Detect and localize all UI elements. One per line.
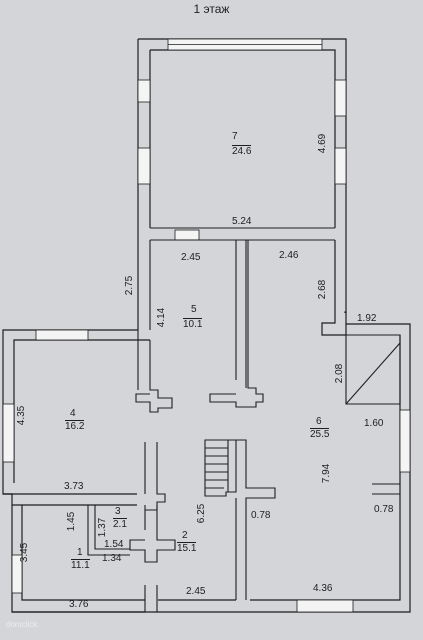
room-number: 5: [191, 304, 197, 315]
room-number: 2: [182, 530, 188, 541]
dimension-label: 2.08: [334, 363, 346, 384]
interior-walls: [87, 227, 401, 612]
dimension-label: 7.94: [321, 463, 333, 484]
dimension-label: 5.24: [232, 216, 252, 227]
room-number: 7: [232, 131, 238, 142]
watermark-logo: domclick: [6, 620, 38, 629]
dimension-label: 2.75: [124, 275, 136, 296]
room-number: 6: [316, 416, 322, 427]
dimension-label: 6.25: [196, 503, 208, 524]
room-area: 2.1: [113, 518, 127, 530]
dimension-label: 0.78: [374, 504, 394, 515]
dimension-label: 4.14: [156, 307, 168, 328]
dimension-label: 0.78: [251, 510, 271, 521]
dimension-label: 1.37: [97, 517, 109, 538]
dimension-label: 1.54: [104, 539, 124, 550]
room-number: 4: [70, 408, 76, 419]
dimension-label: 1.92: [357, 313, 377, 324]
dimension-label: 2.45: [186, 586, 206, 597]
dimension-label: 2.46: [279, 250, 299, 261]
room-area: 24.6: [232, 145, 252, 157]
dimension-label: 3.73: [64, 481, 84, 492]
dimension-label: 3.45: [19, 542, 31, 563]
dimension-label: 1.45: [66, 511, 78, 532]
dimension-label: 4.35: [16, 405, 28, 426]
dimension-label: 2.68: [317, 279, 329, 300]
dimension-label: 1.60: [364, 418, 384, 429]
room-number: 1: [77, 547, 83, 558]
dimension-label: 4.36: [313, 583, 333, 594]
dimension-label: 2.45: [181, 252, 201, 263]
page-title: 1 этаж: [193, 2, 230, 16]
room-area: 16.2: [65, 420, 85, 432]
dimension-label: 3.76: [69, 599, 89, 610]
room-number: 3: [115, 506, 121, 517]
dimension-label: 1.34: [102, 553, 122, 564]
outer-walls: [2, 38, 411, 613]
room-area: 15.1: [177, 542, 197, 554]
room-area: 25.5: [310, 428, 330, 440]
room-area: 11.1: [71, 559, 90, 571]
room-area: 10.1: [183, 318, 203, 330]
dimension-label: 4.69: [317, 133, 329, 154]
windows: [2, 38, 411, 613]
